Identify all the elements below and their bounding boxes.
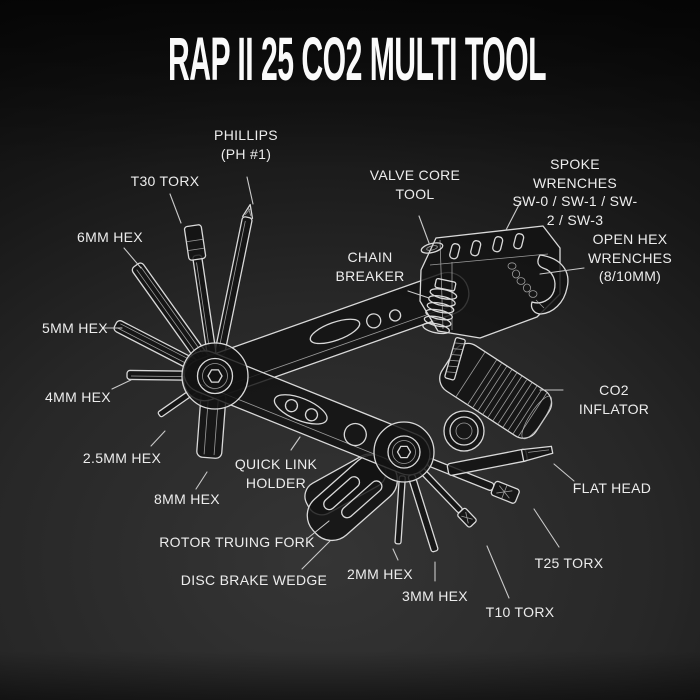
callout-t10-torx: T10 TORX: [485, 604, 555, 620]
leader-phillips: [246, 176, 254, 205]
chain-breaker-head: [419, 225, 569, 381]
leader-2-5mm: [150, 430, 166, 447]
leader-t10: [486, 545, 510, 599]
callout-chain-breaker: CHAIN BREAKER: [335, 249, 405, 284]
leader-disc-wedge: [301, 540, 331, 570]
page-title: RAP II 25 CO2 MULTI TOOL: [168, 25, 547, 94]
callout-open-hex: OPEN HEX WRENCHES (8/10MM): [587, 231, 673, 284]
right-pivot-hex-socket: [396, 445, 412, 459]
leader-6mm: [123, 247, 142, 269]
leader-valve-core: [418, 215, 430, 244]
callout-hex-5mm: 5MM HEX: [42, 320, 108, 336]
callout-quick-link-holder: QUICK LINK HOLDER: [234, 456, 318, 491]
callout-t30-torx: T30 TORX: [130, 173, 200, 189]
callout-t25-torx: T25 TORX: [534, 555, 604, 571]
leader-8mm: [195, 471, 208, 490]
left-pivot: [181, 342, 249, 410]
open-hex-wrench-jaw: [530, 254, 569, 315]
quick-link-holder-slot: [273, 394, 328, 425]
callout-valve-core: VALVE CORE TOOL: [369, 167, 461, 202]
chain-detail: [507, 262, 538, 298]
chain-breaker-pin: [444, 336, 466, 381]
leader-lines: [102, 176, 585, 599]
leader-t30: [169, 193, 182, 224]
leader-spoke-wrenches: [505, 200, 522, 231]
callout-rotor-truing-fork: ROTOR TRUING FORK: [159, 534, 315, 550]
co2-inflator: [439, 342, 553, 452]
leader-t25: [533, 508, 560, 548]
leader-2mm: [392, 548, 399, 561]
left-pivot-hex-socket: [207, 369, 223, 383]
leader-4mm: [111, 379, 132, 390]
t30-torx-bit: [183, 224, 217, 356]
flat-head-bit: [446, 445, 554, 477]
callout-spoke-wrenches: SPOKE WRENCHES SW-0 / SW-1 / SW-2 / SW-3: [512, 156, 638, 228]
leader-quick-link: [290, 436, 301, 451]
callout-phillips: PHILLIPS (PH #1): [214, 127, 278, 162]
callout-hex-2mm: 2MM HEX: [347, 566, 413, 582]
valve-core-tool: [420, 242, 444, 254]
callout-flat-head: FLAT HEAD: [572, 480, 652, 496]
right-pivot: [373, 421, 435, 483]
callout-hex-8mm: 8MM HEX: [154, 491, 220, 507]
phillips-bit: [214, 203, 254, 356]
callout-co2-inflator: CO2 INFLATOR: [578, 382, 650, 417]
callout-hex-3mm: 3MM HEX: [402, 588, 468, 604]
leader-rotor-fork: [307, 520, 330, 539]
callout-hex-2-5mm: 2.5MM HEX: [82, 450, 162, 466]
spoke-wrench-slots: [449, 233, 525, 260]
chain-breaker-spring: [422, 277, 458, 335]
leader-chain-breaker: [407, 290, 430, 299]
t25-torx-bit: [426, 458, 520, 504]
leader-flat-head: [553, 463, 575, 482]
callout-hex-4mm: 4MM HEX: [45, 389, 111, 405]
leader-open-hex: [539, 267, 585, 275]
callout-hex-6mm: 6MM HEX: [77, 229, 143, 245]
callout-disc-brake-wedge: DISC BRAKE WEDGE: [180, 572, 328, 588]
